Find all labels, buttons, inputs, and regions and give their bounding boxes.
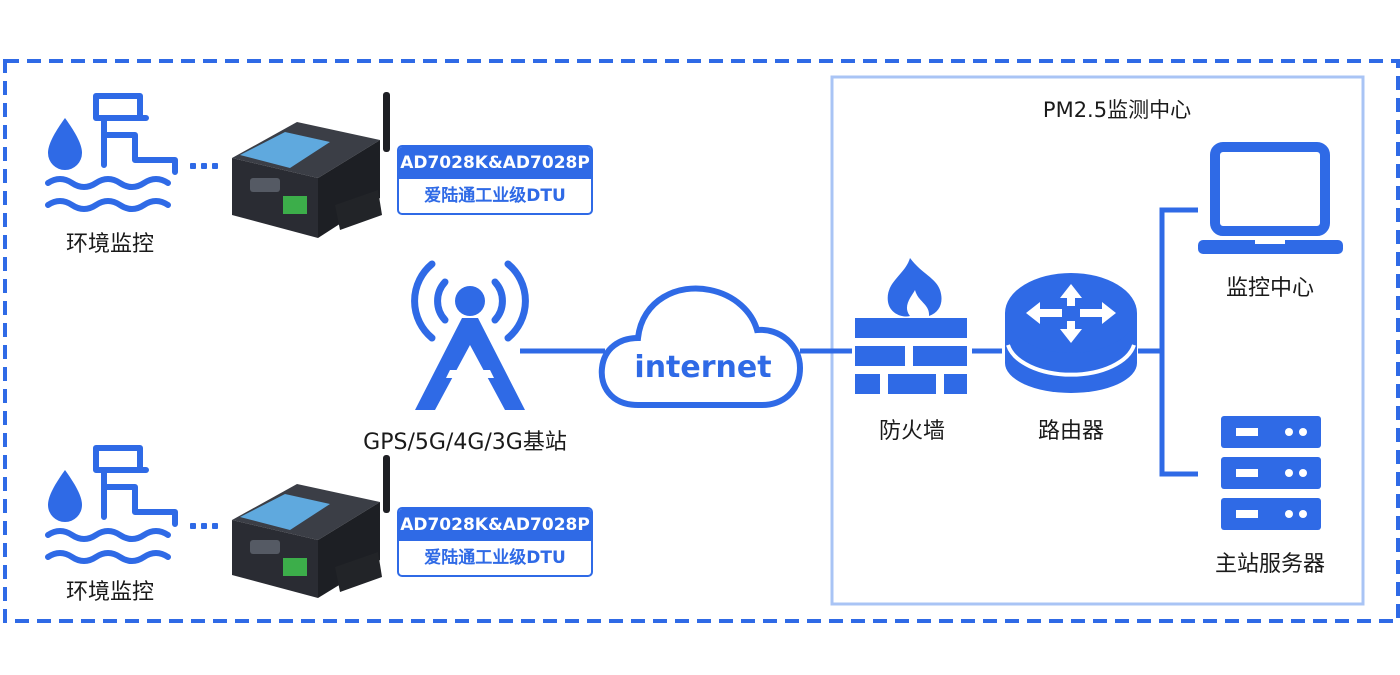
server-icon: [1221, 416, 1321, 530]
link-branch: [1159, 207, 1198, 477]
dtu-device-image: [232, 455, 390, 598]
tower-label: GPS/5G/4G/3G基站: [363, 430, 567, 455]
dtu-model: AD7028K&AD7028P: [399, 509, 591, 541]
outer-dashed-frame: [3, 59, 1400, 623]
cloud-icon: [598, 285, 804, 408]
firewall-icon: [855, 258, 967, 394]
site-label-top: 环境监控: [65, 232, 155, 257]
dtu-label-top: AD7028K&AD7028P 爱陆通工业级DTU: [397, 145, 593, 215]
monitor-label: 监控中心: [1225, 276, 1315, 301]
firewall-label: 防火墙: [878, 419, 946, 444]
cloud-label: internet: [634, 350, 772, 385]
site-link-top: [190, 163, 218, 169]
water-level-icon: [45, 445, 178, 564]
dtu-desc: 爱陆通工业级DTU: [424, 186, 566, 206]
dtu-model: AD7028K&AD7028P: [399, 147, 591, 179]
site-link-bottom: [190, 523, 218, 529]
center-title: PM2.5监测中心: [1042, 98, 1192, 122]
laptop-icon: [1198, 142, 1343, 254]
router-label: 路由器: [1037, 419, 1105, 444]
cell-tower-icon: [411, 260, 529, 410]
dtu-desc: 爱陆通工业级DTU: [424, 548, 566, 568]
water-level-icon: [45, 93, 178, 212]
dtu-label-bottom: AD7028K&AD7028P 爱陆通工业级DTU: [397, 507, 593, 577]
server-label: 主站服务器: [1214, 552, 1326, 577]
router-icon: [1005, 273, 1137, 393]
monitoring-center-frame: [830, 75, 1365, 606]
site-label-bottom: 环境监控: [65, 580, 155, 605]
dtu-device-image: [232, 92, 390, 238]
